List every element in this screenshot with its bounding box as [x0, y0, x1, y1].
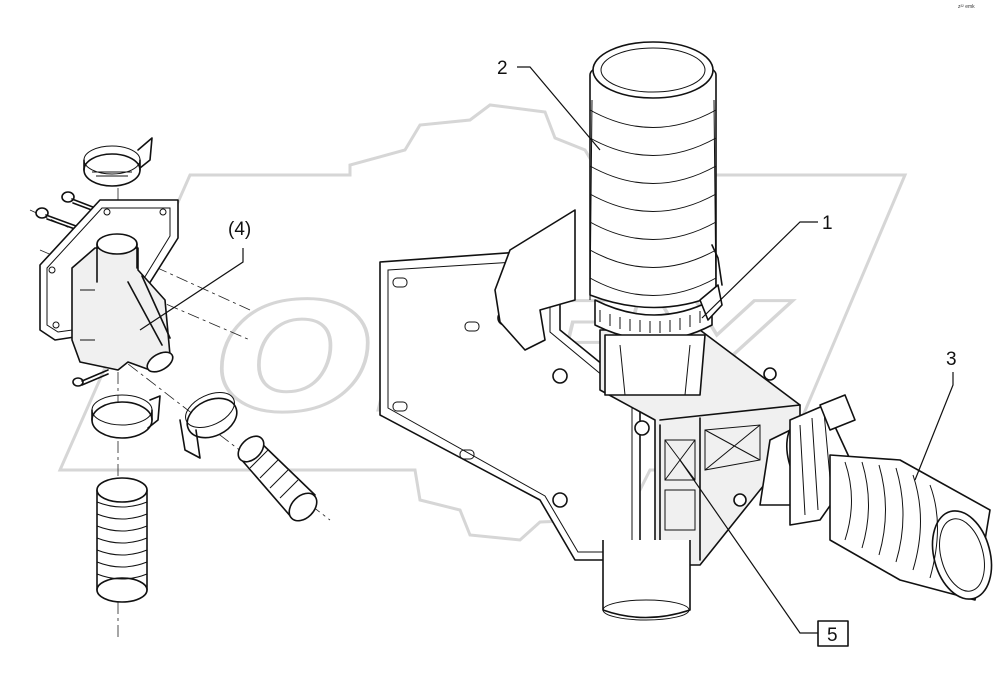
hose-clamp-top	[83, 137, 153, 187]
callout-5-box	[817, 620, 849, 647]
corrugated-hose-side-large	[829, 454, 993, 601]
bottom-outlet	[602, 540, 691, 621]
hose-clamp-side	[179, 392, 238, 459]
callout-2: 2	[497, 58, 601, 151]
upper-bracket	[494, 209, 576, 351]
hose-clamp-bottom	[91, 394, 161, 439]
corrugated-hose-side	[237, 435, 318, 522]
screw-bottom	[72, 369, 109, 387]
hose-clamp-side-large	[789, 394, 856, 526]
callout-4: (4)	[139, 219, 251, 331]
corrugated-hose-vertical	[589, 41, 717, 309]
corrugated-hose-bottom	[96, 477, 148, 603]
callout-5-label: 5	[827, 625, 838, 646]
callout-5: 5	[679, 459, 849, 647]
callout-1: 1	[701, 213, 833, 319]
callout-4-label: (4)	[228, 219, 251, 240]
callout-2-label: 2	[497, 58, 508, 79]
left-subassembly	[29, 137, 331, 640]
splitter-neck	[604, 334, 706, 396]
callout-3: 3	[914, 349, 957, 481]
callout-3-label: 3	[946, 349, 957, 370]
corner-mark: z²² emk	[958, 4, 975, 10]
callout-1-label: 1	[822, 213, 833, 234]
plate-slots	[392, 277, 480, 460]
screw-top-2	[35, 207, 77, 230]
main-assembly	[379, 41, 993, 621]
